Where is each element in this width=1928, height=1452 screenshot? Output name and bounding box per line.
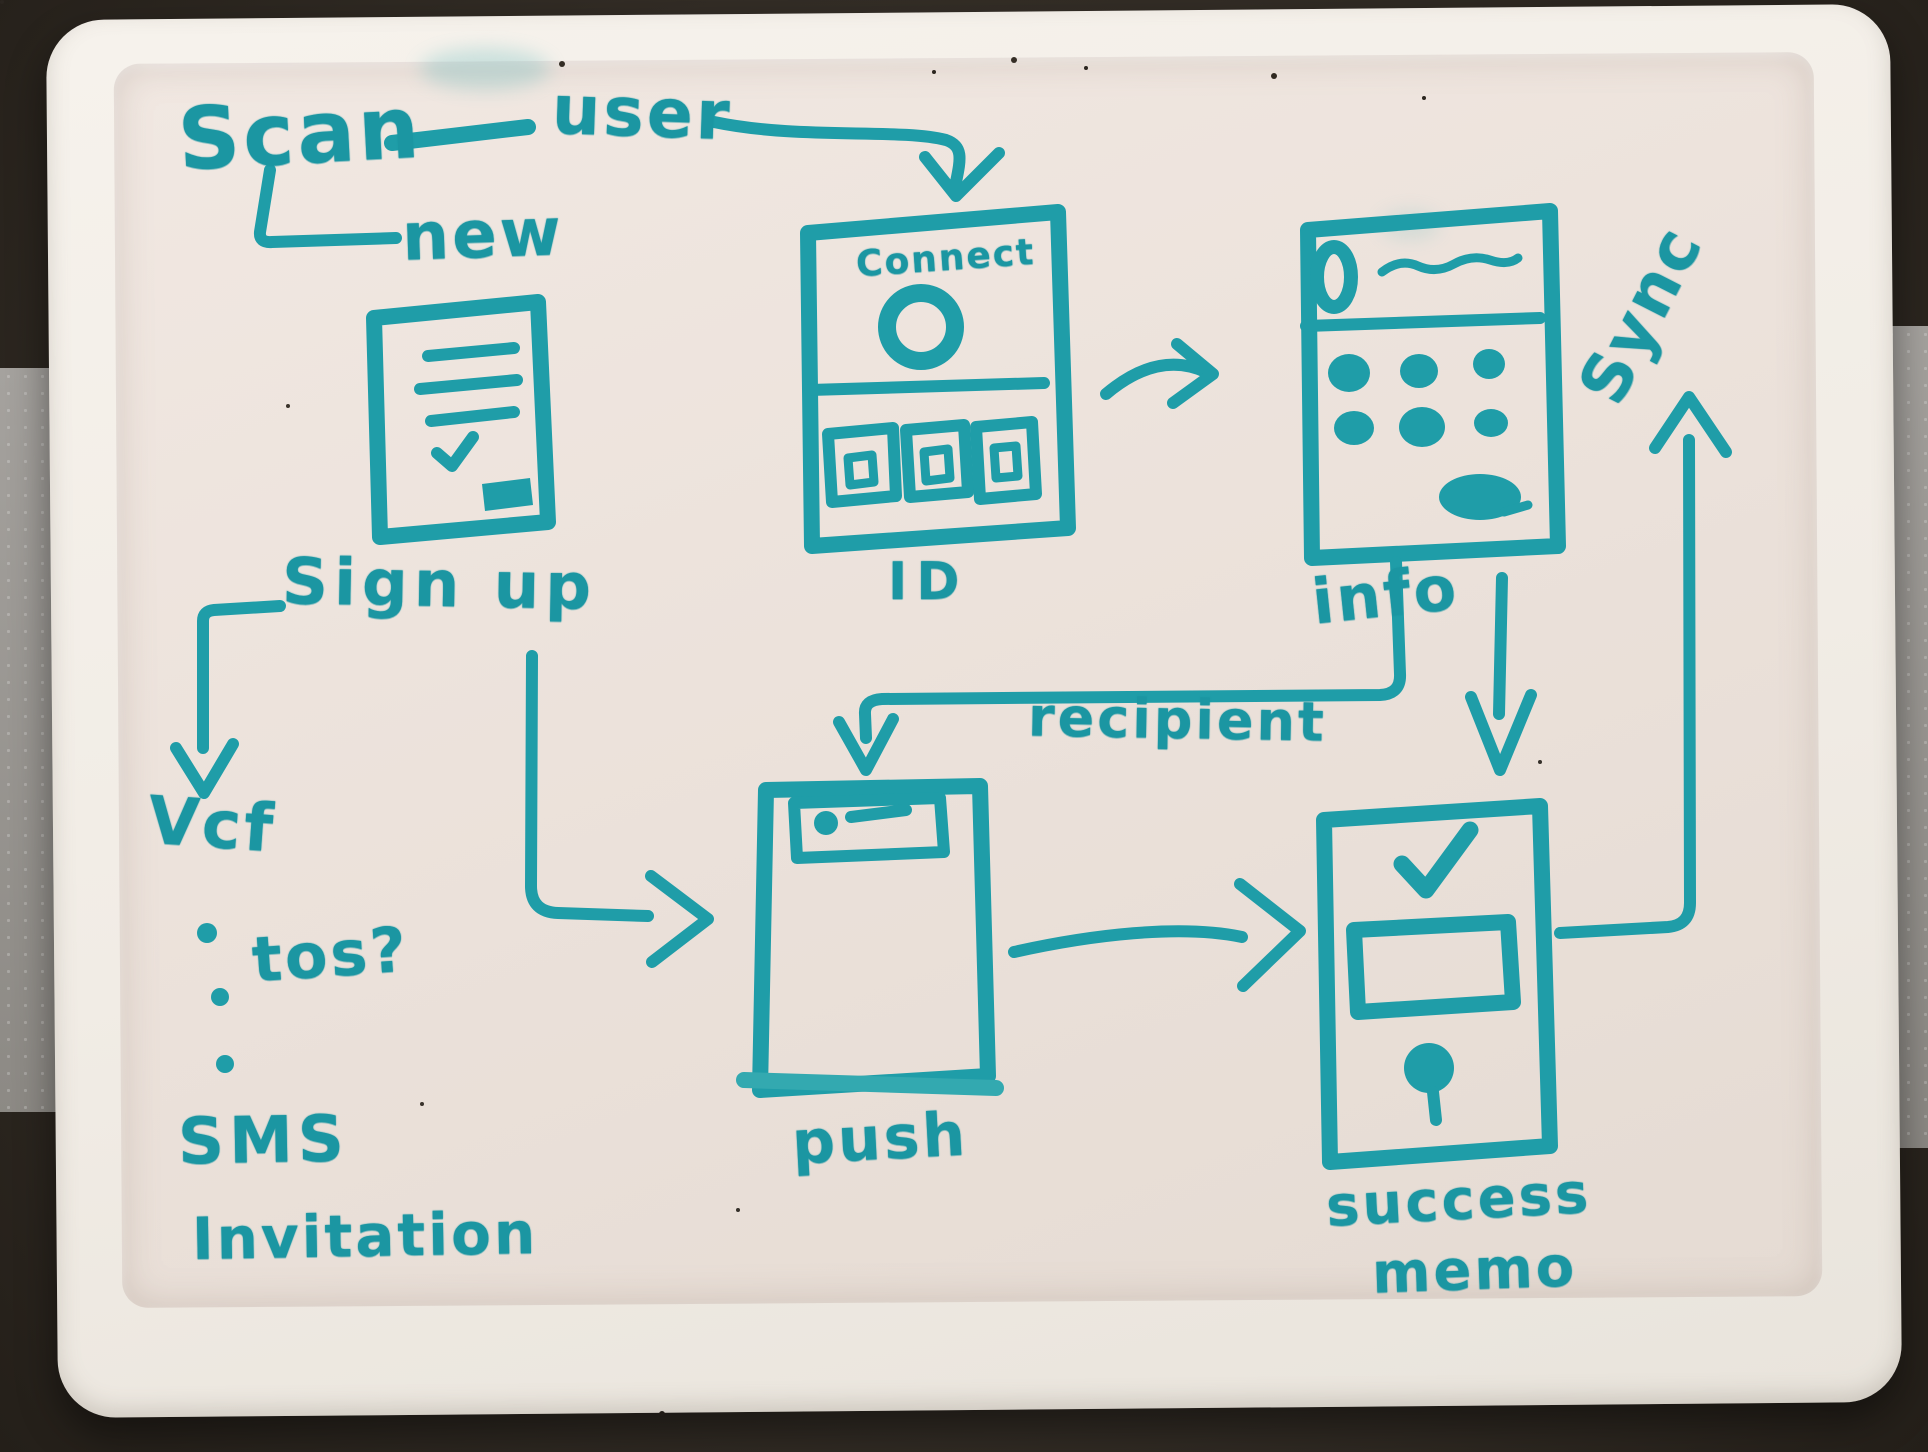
action-pill-button-icon (1439, 474, 1521, 520)
notification-text-line (845, 804, 912, 823)
notification-dot-icon (814, 811, 838, 835)
avatar-circle-icon (878, 284, 964, 370)
card-tile (970, 416, 1042, 505)
submit-button-icon (482, 478, 533, 511)
name-scribble-line (1377, 253, 1523, 277)
dust-specks (0, 0, 4, 4)
label-user: user (550, 70, 734, 157)
id-screen-sketch (800, 204, 1076, 554)
label-invitation: Invitation (191, 1198, 539, 1274)
pin-icon (1404, 1043, 1454, 1093)
label-success: success (1324, 1161, 1593, 1240)
label-recipient: recipient (1027, 685, 1328, 754)
card-tile (900, 419, 974, 503)
contact-dot (1334, 411, 1374, 445)
label-sms: SMS (177, 1102, 350, 1180)
notification-banner (788, 792, 950, 864)
push-success-arrow (1008, 878, 1306, 992)
signup-form-sketch (366, 294, 556, 545)
user-down-arrow (708, 116, 1005, 202)
success-screen-sketch (1316, 798, 1558, 1170)
label-push: push (790, 1099, 970, 1179)
bullet-dot (211, 988, 229, 1006)
form-line (425, 406, 520, 427)
success-sync-arrow (1554, 391, 1732, 939)
info-recipient-push-arrow (833, 556, 1407, 776)
label-new: new (400, 193, 566, 276)
push-screen-sketch (736, 778, 1004, 1098)
bullet-dot (197, 923, 217, 943)
label-info: info (1308, 550, 1463, 639)
contact-dot (1399, 407, 1445, 447)
label-sign-up: Sign up (281, 545, 598, 625)
label-tos: tos? (249, 912, 412, 997)
screen-divider (1300, 312, 1546, 332)
bullet-dot (216, 1055, 234, 1073)
scan-new-connector-line (253, 164, 402, 249)
signup-push-arrow (525, 650, 714, 968)
info-success-arrow (1465, 572, 1537, 776)
memo-card (1346, 914, 1521, 1020)
contact-dot (1473, 349, 1505, 379)
contact-dot (1474, 409, 1508, 437)
id-info-arrow (1100, 338, 1219, 409)
form-line (414, 374, 523, 395)
contact-dot (1328, 354, 1370, 392)
avatar-oval-icon (1310, 240, 1358, 314)
contact-dot (1400, 354, 1438, 388)
scan-user-connector-line (384, 119, 536, 151)
card-tile (822, 422, 902, 508)
label-id: ID (888, 552, 969, 612)
screen-divider (804, 377, 1050, 396)
label-memo: memo (1370, 1234, 1579, 1307)
checkmark-icon (1393, 821, 1479, 899)
signup-vcf-arrow (170, 600, 286, 799)
marker-smudge (420, 48, 550, 90)
label-vcf: Vcf (145, 781, 279, 868)
label-scan: Scan (175, 77, 425, 191)
info-screen-sketch (1300, 203, 1566, 566)
form-line (422, 342, 520, 362)
checkmark-icon (431, 431, 479, 472)
